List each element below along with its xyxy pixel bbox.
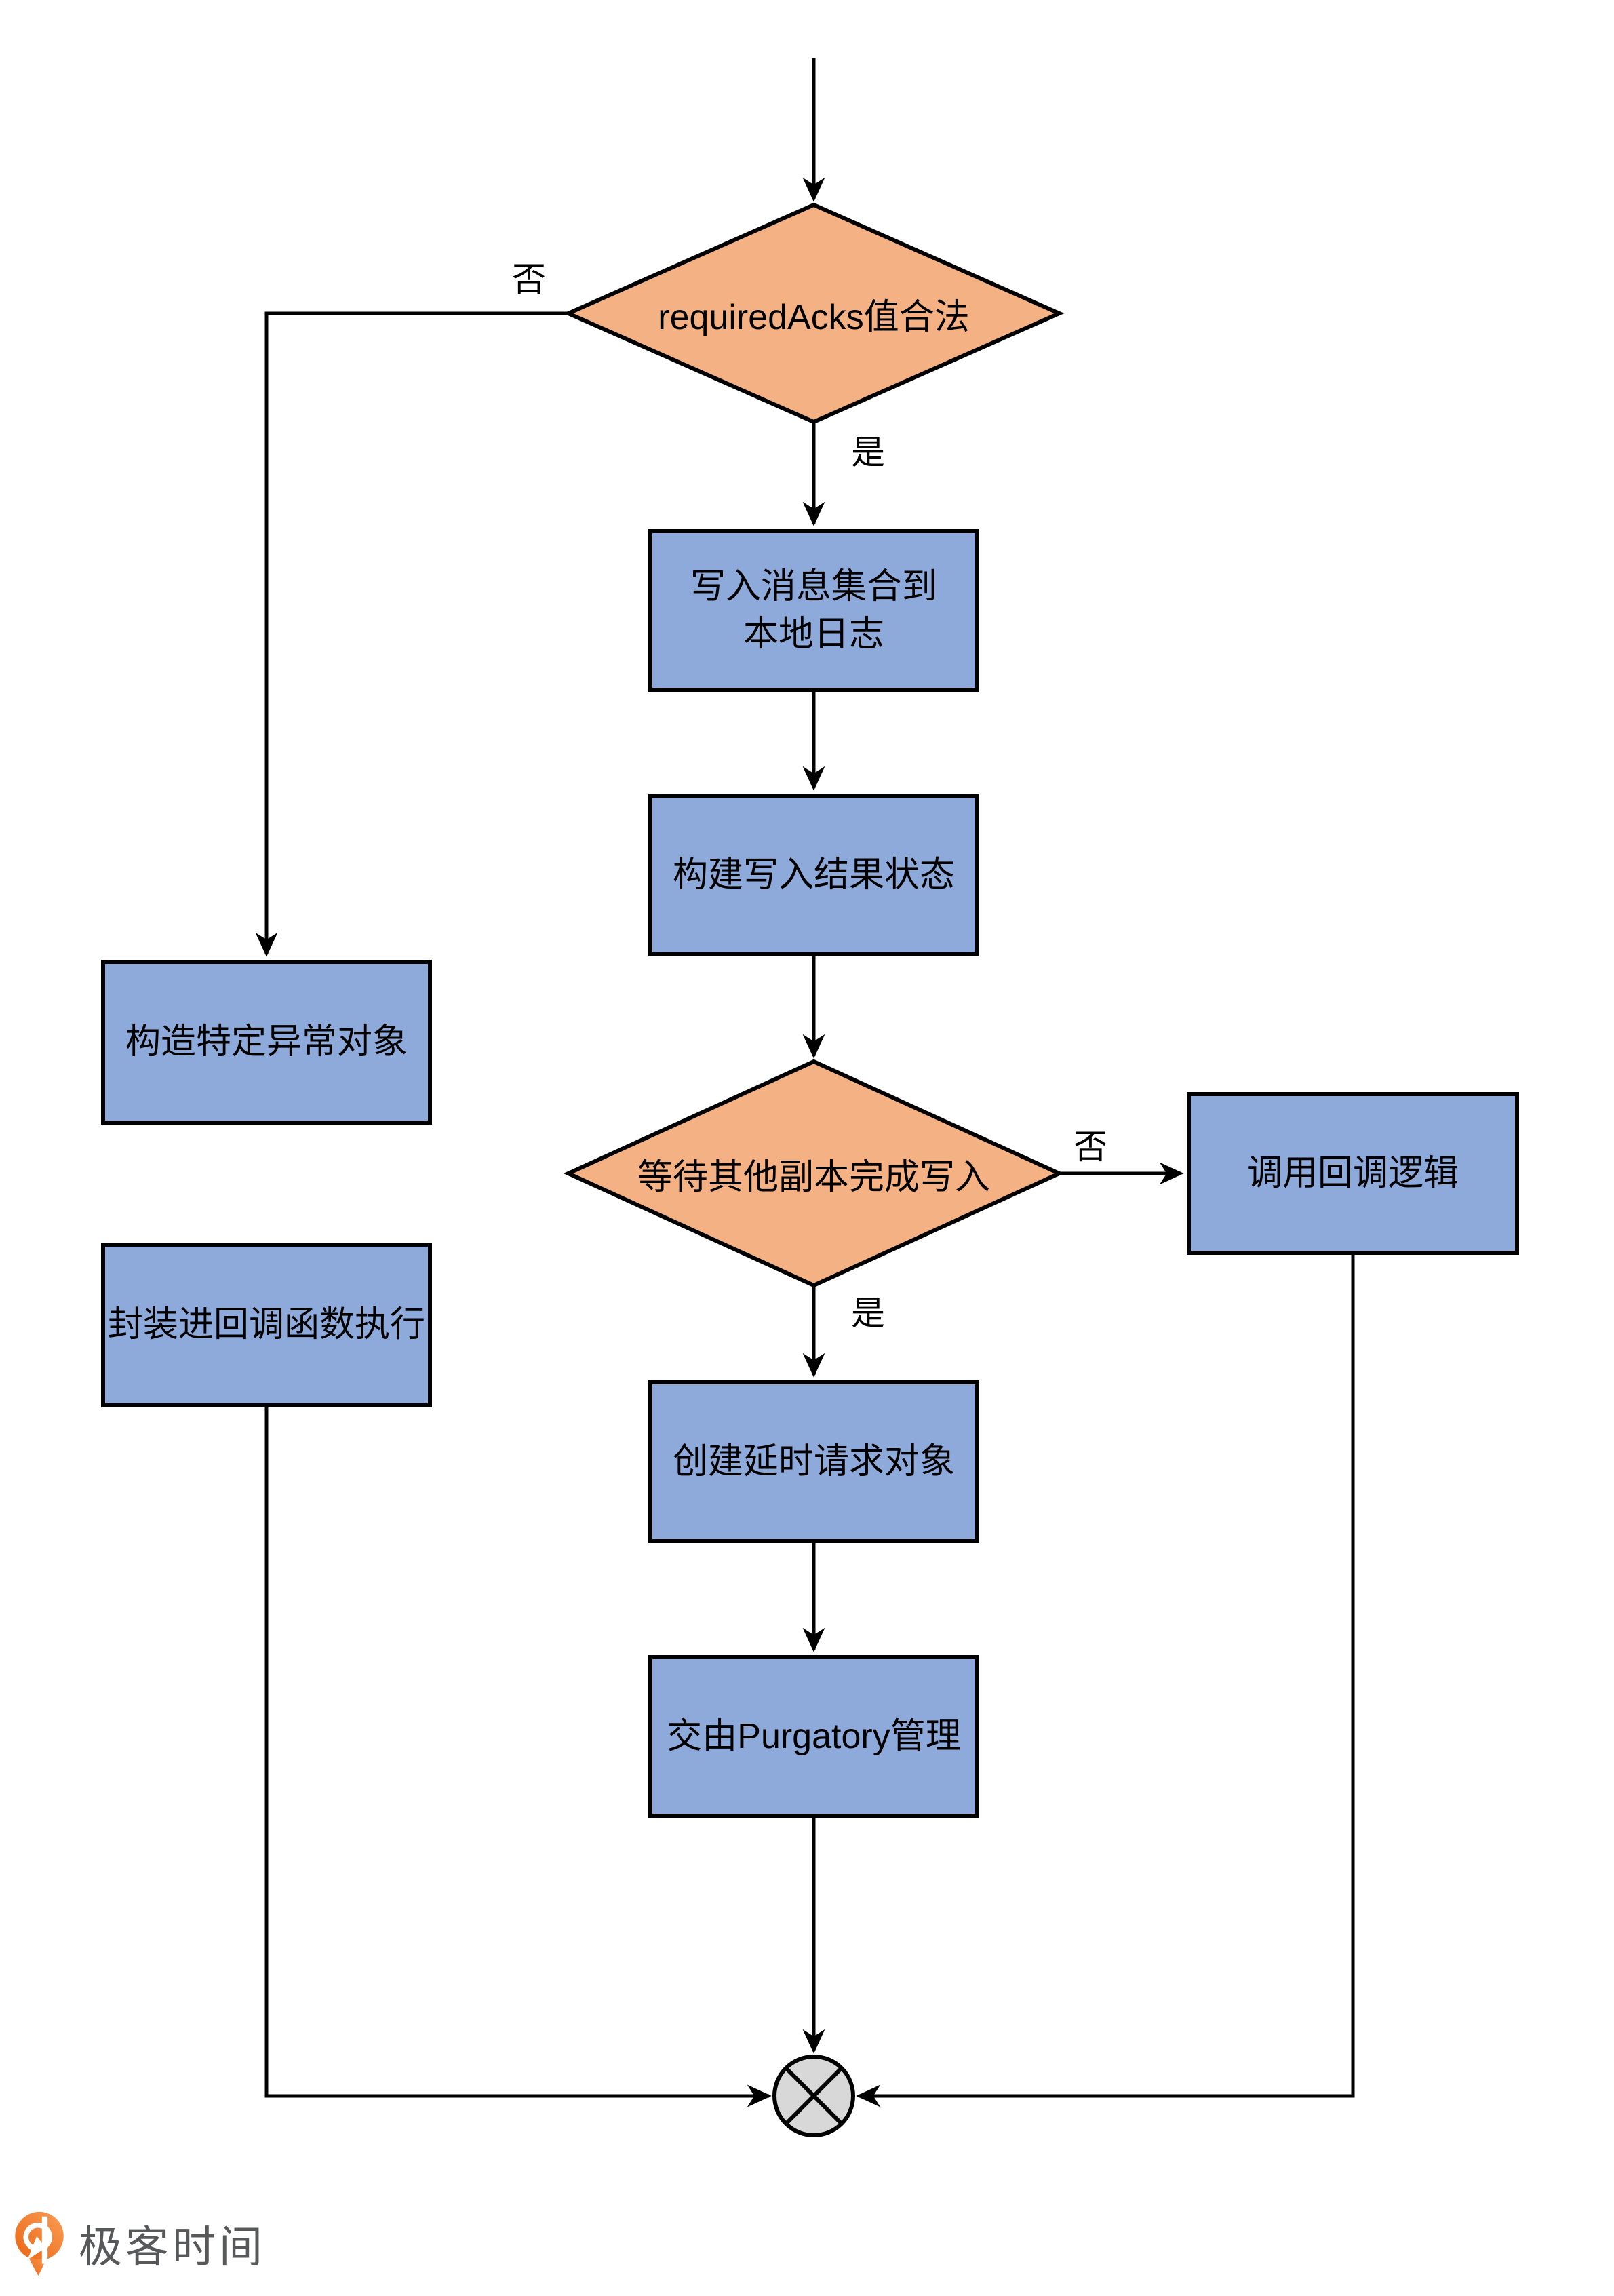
edge-label-decision1-yes: 是 <box>851 433 885 471</box>
process-write-local-log: 写入消息集合到 本地日志 <box>648 529 979 692</box>
process-wrap-into-callback: 封装进回调函数执行 <box>101 1243 432 1407</box>
process-purgatory-manage: 交由Purgatory管理 <box>648 1655 979 1818</box>
logo-needle-stem <box>41 2216 48 2264</box>
process-invoke-callback-logic: 调用回调逻辑 <box>1187 1092 1519 1255</box>
geektime-logo: 极客时间 <box>14 2210 266 2278</box>
end-junction-diagonal-2 <box>784 2066 844 2126</box>
edge-label-decision2-yes: 是 <box>851 1294 885 1332</box>
decision-required-acks-shape <box>563 202 1065 425</box>
decision-wait-replicas-label: 等待其他副本完成写入 <box>637 1157 990 1197</box>
geektime-logo-text: 极客时间 <box>79 2223 266 2272</box>
edge-wrap-callback-to-junction <box>264 1407 772 2107</box>
process-build-result-state: 构建写入结果状态 <box>648 794 979 956</box>
decision-wait-replicas-shape <box>563 1059 1065 1288</box>
geektime-logo-icon <box>15 2211 64 2276</box>
logo-pin-body <box>15 2211 64 2261</box>
edge-decision1-no-branch <box>255 311 568 957</box>
edge-invoke-callback-to-junction <box>856 1255 1355 2107</box>
process-create-delayed-request: 创建延时请求对象 <box>648 1380 979 1543</box>
edge-label-decision2-no: 否 <box>1074 1128 1107 1166</box>
decision-required-acks-label: requiredAcks值合法 <box>658 297 970 337</box>
process-build-exception-object: 构造特定异常对象 <box>101 960 432 1125</box>
edge-label-decision1-no: 否 <box>512 260 546 298</box>
logo-needle-wedge <box>27 2236 46 2260</box>
